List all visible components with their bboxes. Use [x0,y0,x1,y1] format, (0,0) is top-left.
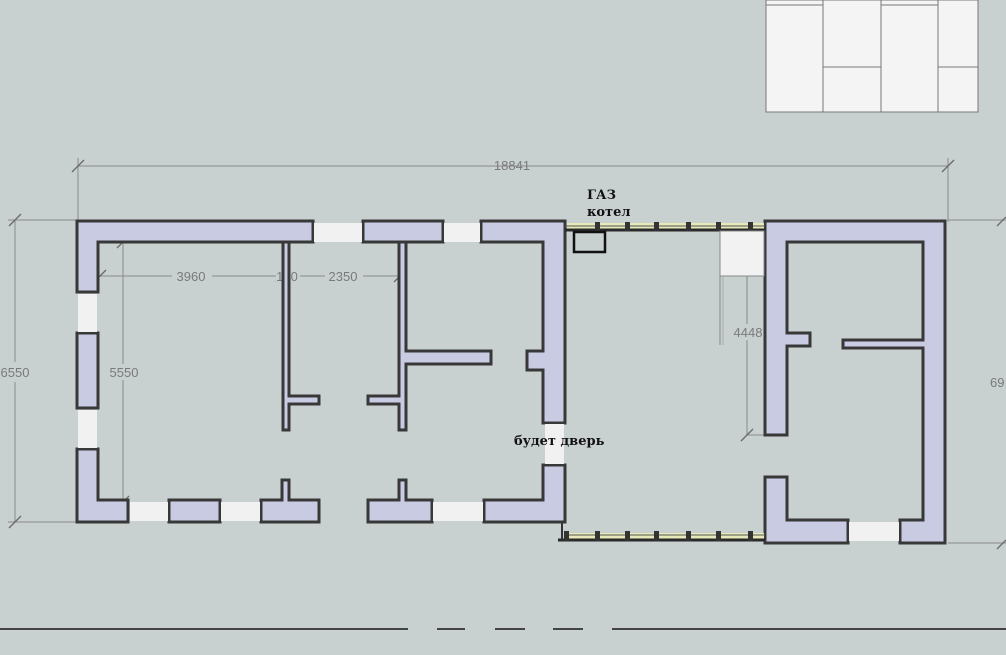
dim-label-room2-width: 2350 [329,269,358,284]
dim-label-overall-length: 18841 [494,158,530,173]
dimension-veranda: 4448 [732,232,765,442]
left-building-walls [75,219,567,524]
paving-slabs [765,0,979,113]
right-building-windows [849,522,899,541]
veranda-glazing-bottom [558,522,765,542]
right-building-walls [763,219,947,545]
dim-label-height-left: 6550 [1,365,30,380]
dimension-height-left: 6550 [0,213,78,529]
dimension-height-right: 69 [948,216,1006,550]
dimension-overall-length: 18841 [71,158,955,222]
door-label: будет дверь [514,434,605,449]
boiler-box [572,230,607,254]
dimension-room-widths: 3960 150 2350 [93,268,407,284]
left-building-windows [78,223,564,521]
dimension-room1-height: 5550 [106,235,142,509]
stair-block [719,230,765,345]
gas-label: ГАЗ [587,188,616,203]
dim-label-room1-height: 5550 [110,365,139,380]
veranda-glazing-top [565,222,765,232]
dim-label-room1-width: 3960 [177,269,206,284]
dim-label-height-right: 69 [990,375,1004,390]
dim-label-veranda: 4448 [734,325,763,340]
boiler-label: котел [587,205,631,220]
